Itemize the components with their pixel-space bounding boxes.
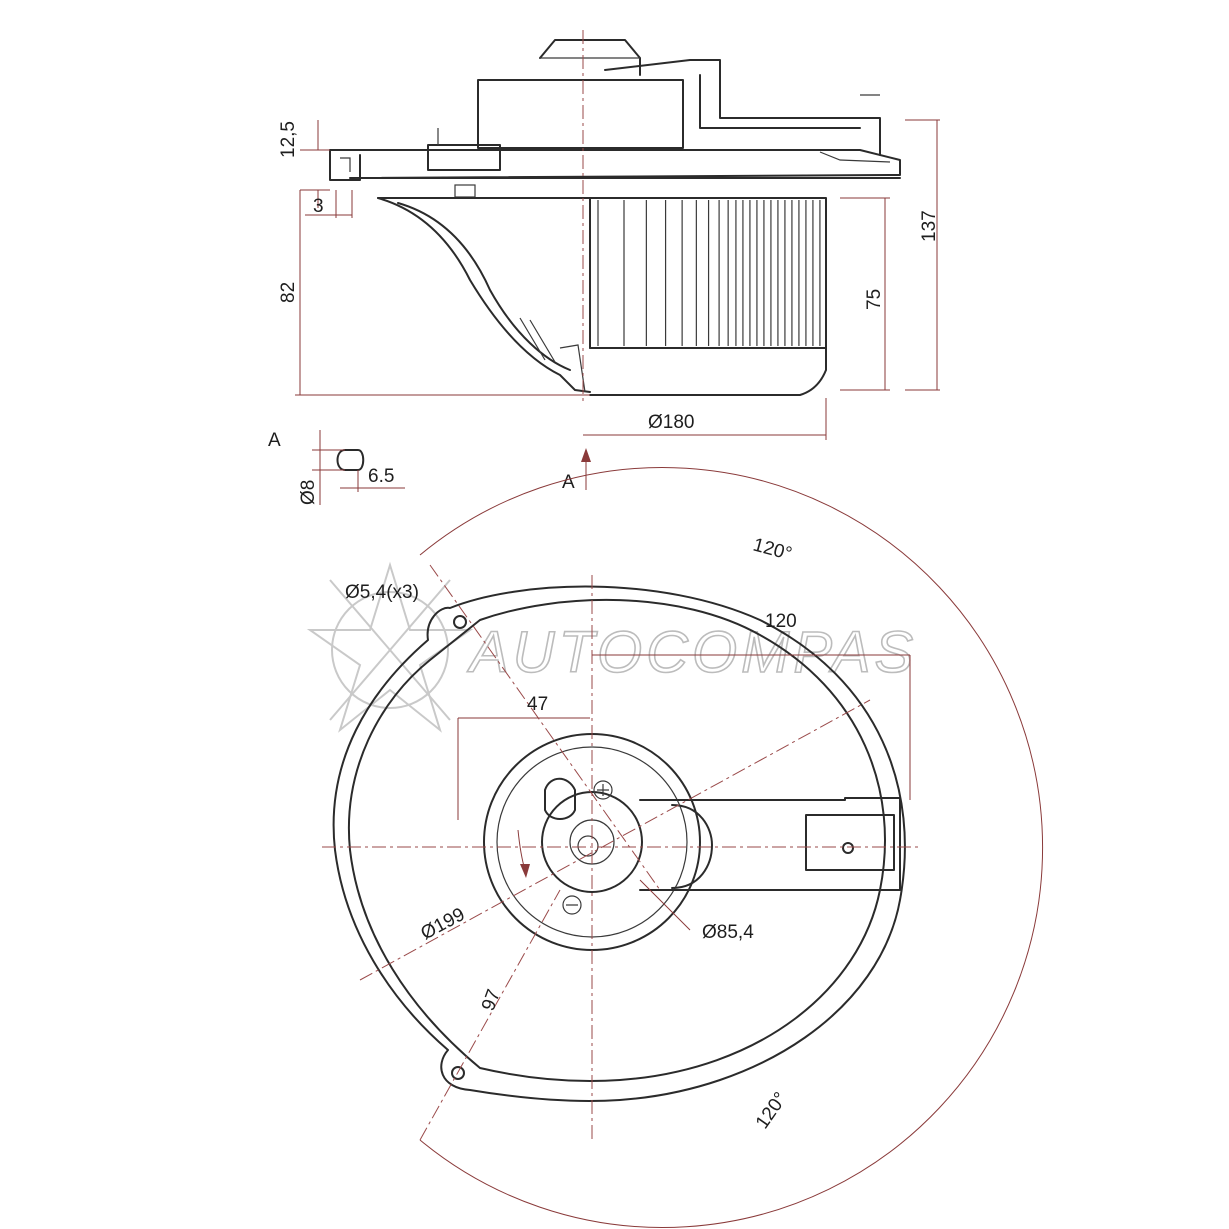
dim-wheel-diameter: Ø180 — [648, 412, 694, 433]
view-arrow-icon — [581, 448, 591, 490]
dim-mount-holes: Ø5,4(x3) — [345, 582, 419, 603]
dim-slot-diameter: Ø8 — [298, 480, 319, 505]
side-view — [295, 30, 940, 440]
dim-radius: 97 — [478, 987, 505, 1014]
dim-wheel-height: 75 — [864, 289, 885, 310]
dim-offset: 47 — [527, 694, 548, 715]
view-arrow-label: A — [562, 472, 575, 493]
fan-blades — [597, 200, 821, 346]
dim-angle-bottom: 120° — [752, 1089, 792, 1133]
dim-lip: 3 — [313, 196, 324, 217]
dim-total-height: 137 — [919, 210, 940, 242]
dim-flange-thickness: 12,5 — [278, 121, 299, 158]
dim-outer-diameter: Ø199 — [417, 904, 468, 944]
dim-angle-top: 120° — [751, 535, 794, 565]
watermark-text: AUTOCOMPAS — [467, 620, 917, 685]
watermark-logo-icon — [306, 561, 474, 733]
dim-slot-depth: 6.5 — [368, 466, 394, 487]
section-a-label: A — [268, 430, 281, 451]
bottom-view — [322, 467, 1044, 1228]
dim-body-height: 82 — [278, 282, 299, 303]
dim-horizontal: 120 — [765, 611, 797, 632]
dim-hub-diameter: Ø85,4 — [702, 922, 754, 943]
section-a-detail — [312, 430, 405, 505]
